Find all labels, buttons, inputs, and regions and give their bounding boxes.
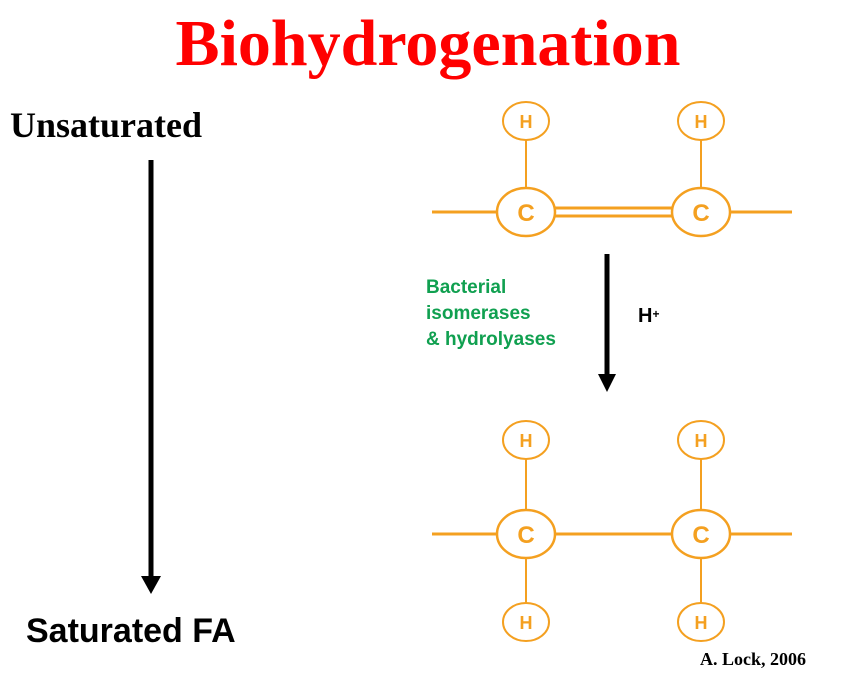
carbon-atom — [495, 186, 557, 238]
hydrogen-atom — [677, 420, 725, 460]
saturated-molecule: H H C C H H — [432, 420, 792, 642]
hydrogen-label: H — [520, 613, 533, 633]
hydrogen-label: H — [520, 431, 533, 451]
carbon-label: C — [517, 200, 534, 227]
carbon-atom — [495, 508, 557, 560]
reaction-arrow — [598, 254, 616, 392]
reagent-charge: + — [652, 307, 660, 321]
enzyme-line-2: isomerases — [426, 303, 531, 324]
hydrogen-atom — [502, 101, 550, 141]
hydrogen-label: H — [695, 112, 708, 132]
hydrogen-label: H — [695, 613, 708, 633]
hydrogen-atom — [502, 602, 550, 642]
reagent-symbol: H — [638, 305, 653, 327]
unsaturated-molecule: H H C C — [432, 101, 792, 238]
credit-text: A. Lock, 2006 — [700, 649, 807, 669]
hydrogen-atom — [677, 602, 725, 642]
enzyme-line-3: & hydrolyases — [426, 329, 556, 350]
reagent-label: H+ — [638, 303, 659, 329]
hydrogen-atom — [502, 420, 550, 460]
page-title: Biohydrogenation — [175, 7, 681, 80]
carbon-label: C — [517, 522, 534, 549]
carbon-atom — [670, 508, 732, 560]
carbon-atom — [670, 186, 732, 238]
hydrogen-label: H — [695, 431, 708, 451]
carbon-label: C — [692, 200, 709, 227]
enzyme-label: Bacterial isomerases & hydrolyases — [426, 275, 556, 353]
progress-arrow — [141, 160, 161, 594]
enzyme-line-1: Bacterial — [426, 277, 507, 298]
hydrogen-label: H — [520, 112, 533, 132]
hydrogen-atom — [677, 101, 725, 141]
label-saturated-fa: Saturated FA — [26, 612, 236, 650]
label-unsaturated: Unsaturated — [10, 105, 203, 145]
carbon-label: C — [692, 522, 709, 549]
